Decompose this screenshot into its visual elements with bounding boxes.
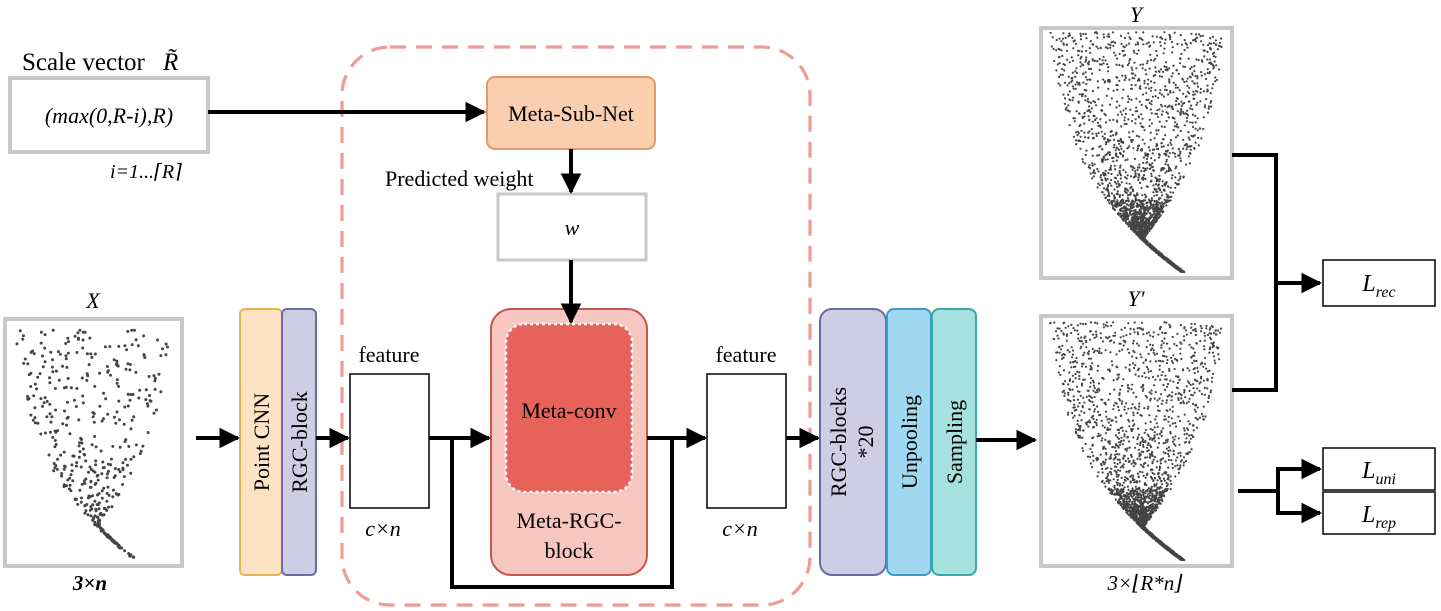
ground-truth-label: Y [1130, 2, 1145, 27]
point-cnn-label: Point CNN [249, 393, 274, 492]
scale-vector-label: Scale vector [22, 49, 146, 76]
y-to-rec-connector [1232, 153, 1278, 392]
feature-out-box [706, 373, 787, 509]
meta-conv-label: Meta-conv [521, 398, 616, 423]
feature-in-dims: c×n [365, 516, 401, 541]
skip-connection [450, 438, 674, 589]
ground-truth-frame [1039, 26, 1234, 280]
loss-uni-label: Luni [1361, 458, 1396, 488]
scale-vector-index: i=1...⌈R⌉ [110, 161, 182, 183]
unpooling-label: Unpooling [897, 395, 922, 489]
scale-vector-box [8, 76, 210, 154]
meta-rgc-label-line2: block [545, 538, 594, 563]
input-label: X [85, 288, 101, 313]
predicted-weight-label: Predicted weight [385, 166, 533, 191]
output-frame [1039, 314, 1234, 568]
loss-rep-box [1322, 491, 1436, 535]
sampling-label: Sampling [942, 400, 967, 484]
output-point-cloud [1049, 321, 1223, 562]
input-cloud-frame [3, 317, 184, 568]
loss-rec-label: Lrec [1361, 271, 1395, 301]
meta-module-region [340, 45, 812, 607]
feature-out-label: feature [715, 342, 776, 367]
loss-rep-label: Lrep [1361, 502, 1396, 532]
rgc-blocks-20-line1: RGC-blocks [826, 387, 851, 497]
rgc-block-label: RGC-block [287, 391, 312, 492]
input-dims: 3×n [72, 571, 107, 595]
rgc-block [281, 308, 317, 576]
feature-in-label: feature [358, 342, 419, 367]
ground-truth-point-cloud [1049, 30, 1223, 274]
meta-rgc-label-line1: Meta-RGC- [516, 508, 621, 533]
feature-in-box [349, 373, 430, 509]
meta-sub-net-label: Meta-Sub-Net [508, 101, 634, 126]
output-label: Y′ [1127, 286, 1145, 311]
weight-symbol: w [565, 215, 580, 240]
input-point-cloud [15, 328, 169, 559]
loss-uni-box [1322, 447, 1436, 491]
output-dims: 3×⌊R*n⌋ [1107, 571, 1184, 595]
scale-vector-symbol: R̃ [162, 49, 178, 76]
loss-rec-box [1322, 259, 1436, 307]
scale-vector-expression: (max(0,R-i),R) [45, 103, 173, 128]
feature-out-dims: c×n [722, 516, 758, 541]
rgc-blocks-20-line2: *20 [853, 426, 878, 459]
